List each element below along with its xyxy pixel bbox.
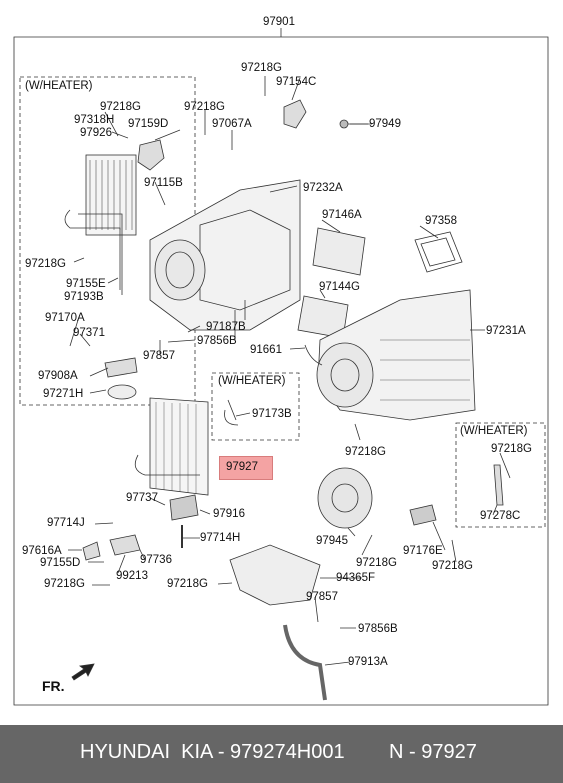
part-label: 97714H — [200, 532, 241, 544]
evaporator — [134, 397, 209, 496]
part-label: 97271H — [43, 388, 84, 400]
part-label: 97737 — [126, 492, 158, 504]
part-label: 97856B — [358, 623, 398, 635]
highlighted-part-label: 97927 — [226, 461, 258, 473]
part-label: 97736 — [140, 554, 172, 566]
part-label: 97067A — [212, 118, 252, 130]
part-label: 91661 — [250, 344, 282, 356]
part-label: 97218G — [25, 258, 66, 270]
part-label: 97926 — [80, 127, 112, 139]
part-label: 97115B — [144, 177, 183, 189]
top-part-number: 97901 — [263, 16, 295, 28]
heater-label: (W/HEATER) — [460, 425, 528, 437]
part-label: 97218G — [491, 443, 532, 455]
parts-diagram-drawing — [13, 28, 549, 706]
part-label: 97218G — [44, 578, 85, 590]
heater-bracket — [104, 357, 138, 378]
right-bracket — [493, 464, 504, 506]
heater-seal — [107, 384, 137, 400]
footer-code: N - 97927 — [389, 741, 477, 763]
part-label: 97176E — [403, 545, 443, 557]
highlight-box — [219, 456, 273, 480]
part-label: 97218G — [356, 557, 397, 569]
blower-motor — [317, 467, 373, 529]
actuator-left — [137, 139, 165, 171]
part-label: 97278C — [480, 510, 521, 522]
part-label: 97187B — [206, 321, 246, 333]
part-label: 97232A — [303, 182, 343, 194]
filters — [297, 227, 366, 339]
footer-bar: HYUNDAI KIA - 979274H001 N - 97927 — [0, 725, 563, 783]
part-label: 97155D — [40, 557, 81, 569]
front-arrow-icon — [71, 663, 95, 681]
hvac-case — [149, 179, 301, 340]
part-label: 97218G — [345, 446, 386, 458]
expansion-valve — [169, 494, 199, 521]
drain-hose — [283, 624, 327, 701]
part-label: 97218G — [241, 62, 282, 74]
blower-resistor — [409, 504, 437, 526]
part-label: 99213 — [116, 570, 148, 582]
part-label: 97155E — [66, 278, 106, 290]
part-label: 97913A — [348, 656, 388, 668]
part-label: 97218G — [167, 578, 208, 590]
part-label: 97949 — [369, 118, 401, 130]
part-label: 97144G — [319, 281, 360, 293]
part-label: 97358 — [425, 215, 457, 227]
part-label: 97857 — [143, 350, 175, 362]
part-label: 97856B — [197, 335, 237, 347]
part-label: 97154C — [276, 76, 317, 88]
part-label: 97916 — [213, 508, 245, 520]
footer-brand-part-number: HYUNDAI KIA - 979274H001 — [80, 741, 345, 763]
part-label: 97170A — [45, 312, 85, 324]
part-label: 97231A — [486, 325, 526, 337]
parts-diagram: 97901 (W/HEATER) (W/HEATER) (W/HEATER) 9… — [13, 16, 549, 706]
part-label: 97857 — [306, 591, 338, 603]
heater-label: (W/HEATER) — [25, 80, 93, 92]
drain-pan — [229, 544, 321, 606]
sensor-lead — [304, 344, 323, 366]
part-label: 97159D — [128, 118, 169, 130]
part-label: 97146A — [322, 209, 362, 221]
pipe-joints — [82, 534, 141, 561]
sensor-wire — [224, 399, 239, 426]
part-label: 97371 — [73, 327, 105, 339]
part-label: 97714J — [47, 517, 85, 529]
part-label: 97945 — [316, 535, 348, 547]
part-label: 97218G — [432, 560, 473, 572]
part-label: 97318H — [74, 114, 115, 126]
part-label: 97616A — [22, 545, 62, 557]
front-label: FR. — [42, 678, 65, 694]
seal-gasket — [414, 231, 463, 273]
blower-case — [316, 289, 476, 421]
part-label: 97908A — [38, 370, 78, 382]
part-label: 97218G — [184, 101, 225, 113]
part-label: 97193B — [64, 291, 104, 303]
part-label: 97173B — [252, 408, 292, 420]
part-label: 97218G — [100, 101, 141, 113]
part-label: 94365F — [336, 572, 376, 584]
heater-label: (W/HEATER) — [218, 375, 286, 387]
heater-core — [64, 154, 137, 295]
